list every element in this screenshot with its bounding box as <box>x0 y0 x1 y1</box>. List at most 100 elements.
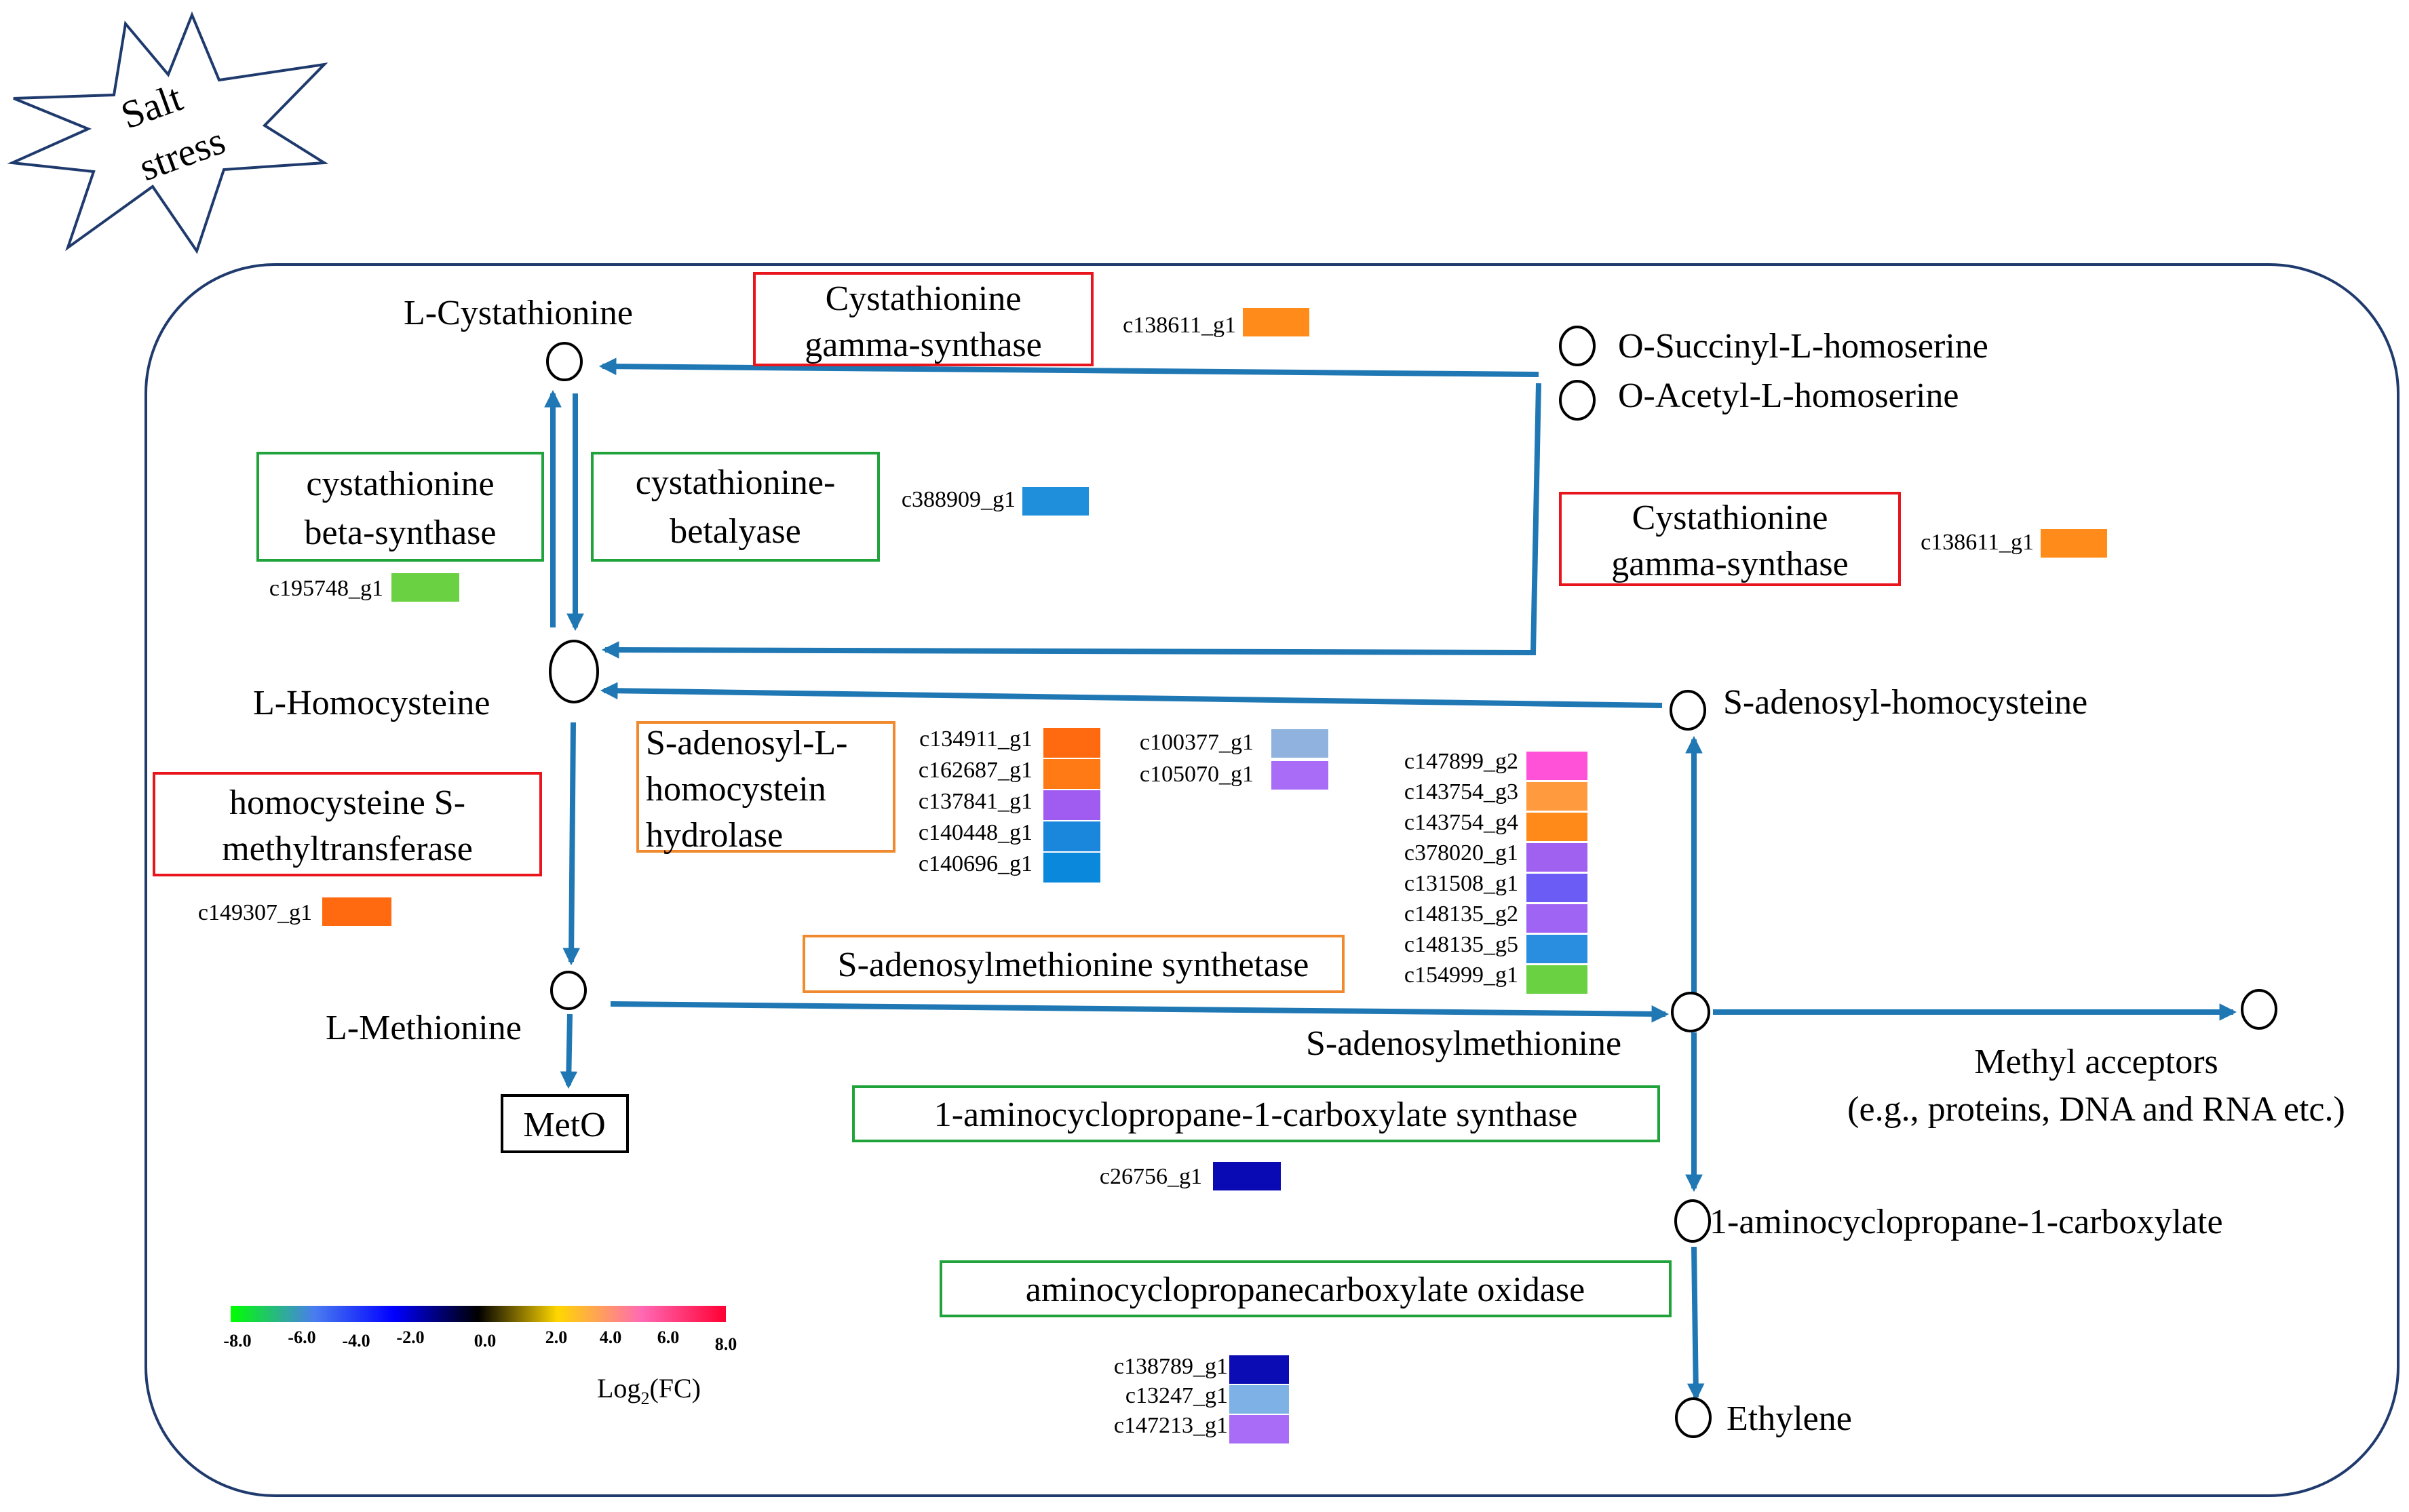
enzyme-label-line1: S-adenosylmethionine synthetase <box>838 946 1309 984</box>
node-l-methionine <box>550 971 587 1010</box>
colorbar-tick: -4.0 <box>342 1331 370 1351</box>
gene-color-tile <box>1043 821 1100 851</box>
enzyme-box-frame <box>153 772 542 876</box>
gene-color-tile <box>2041 529 2107 558</box>
colorbar-tick: -8.0 <box>223 1331 251 1351</box>
enzyme-box-frame <box>1559 492 1901 586</box>
enzyme-label-line2: betalyase <box>670 512 801 551</box>
genes-cgs-right: c138611_g1 <box>1921 529 2107 558</box>
label-methyl-acceptors-line2: (e.g., proteins, DNA and RNA etc.) <box>1847 1090 2345 1129</box>
gene-color-tile <box>1043 728 1100 758</box>
meto-box-frame <box>501 1094 629 1153</box>
gene-id: c195748_g1 <box>269 576 383 601</box>
gene-id: c148135_g5 <box>1404 932 1518 957</box>
gene-color-tile <box>1526 935 1587 963</box>
node-o-acetyl <box>1559 380 1596 421</box>
genes-cbs: c195748_g1 <box>269 573 459 602</box>
gene-color-tile <box>1043 790 1100 820</box>
gene-id: c26756_g1 <box>1100 1164 1202 1189</box>
enzyme-boxes: Cystathionine gamma-synthase Cystathioni… <box>153 272 1901 1317</box>
gene-color-tile <box>391 573 459 602</box>
enzyme-sams: S-adenosylmethionine synthetase <box>803 935 1345 993</box>
genes-sams: c147899_g2 c143754_g3 c143754_g4 c378020… <box>1404 749 1587 994</box>
gene-color-tile <box>1043 759 1100 789</box>
node-l-cystathionine <box>546 342 583 381</box>
colorbar-tick: -6.0 <box>288 1327 315 1347</box>
starburst-shape <box>7 11 329 254</box>
colorbar-label: Log2(FC) <box>597 1373 701 1408</box>
colorbar-tick: 2.0 <box>545 1327 568 1347</box>
colorbar-label-main: Log <box>597 1373 640 1403</box>
node-sam <box>1671 992 1710 1032</box>
node-methyl-acceptors <box>2241 989 2277 1030</box>
gene-id: c388909_g1 <box>902 487 1016 512</box>
gene-id: c154999_g1 <box>1404 963 1518 988</box>
colorbar-label-sub: 2 <box>640 1389 649 1408</box>
gene-id: c378020_g1 <box>1404 840 1518 866</box>
enzyme-label-line2: gamma-synthase <box>805 326 1041 364</box>
gene-color-tile <box>1526 752 1587 780</box>
gene-id: c131508_g1 <box>1404 871 1518 896</box>
label-l-homocysteine: L-Homocysteine <box>253 684 490 722</box>
gene-tiles: c138611_g1 c138611_g1 c388909_g1 c195748… <box>198 308 2107 1443</box>
enzyme-cbs: cystathionine beta-synthase <box>256 452 544 562</box>
colorbar-legend: -8.0 -6.0 -4.0 -2.0 0.0 2.0 4.0 6.0 8.0 … <box>223 1306 737 1408</box>
metabolite-nodes <box>546 326 2277 1438</box>
genes-cgs-top: c138611_g1 <box>1123 308 1309 338</box>
gene-id: c143754_g4 <box>1404 810 1518 835</box>
gene-color-tile <box>1526 904 1587 933</box>
enzyme-box-frame <box>852 1085 1660 1142</box>
enzyme-box-frame <box>591 452 880 562</box>
node-l-homocysteine <box>549 640 599 703</box>
gene-color-tile <box>1271 729 1328 758</box>
gene-color-tile <box>1043 853 1100 883</box>
enzyme-label-line2: homocystein <box>646 770 826 809</box>
enzyme-label-line2: gamma-synthase <box>1611 545 1848 583</box>
gene-id: c100377_g1 <box>1140 730 1254 755</box>
label-ethylene: Ethylene <box>1727 1399 1852 1438</box>
metabolite-labels: L-Cystathionine L-Homocysteine L-Methion… <box>253 294 2345 1438</box>
salt-stress-starburst: Salt stress <box>7 11 329 254</box>
enzyme-acs: 1-aminocyclopropane-1-carboxylate syntha… <box>852 1085 1660 1142</box>
meto-label: MetO <box>523 1106 605 1144</box>
enzyme-label-line1: homocysteine S- <box>229 783 465 822</box>
enzyme-label-line1: S-adenosyl-L- <box>646 724 847 762</box>
gene-color-tile <box>1526 813 1587 841</box>
label-l-cystathionine: L-Cystathionine <box>404 294 633 332</box>
gene-id: c140448_g1 <box>919 820 1033 845</box>
gene-color-tile <box>1271 761 1328 790</box>
colorbar-gradient <box>231 1306 726 1322</box>
colorbar-tick: -2.0 <box>396 1327 424 1347</box>
gene-color-tile <box>322 897 391 926</box>
gene-color-tile <box>1526 782 1587 811</box>
gene-id: c147899_g2 <box>1404 749 1518 774</box>
genes-cbl: c388909_g1 <box>902 487 1089 516</box>
gene-id: c138611_g1 <box>1921 530 2034 555</box>
gene-id: c134911_g1 <box>919 726 1033 752</box>
enzyme-label-line1: Cystathionine <box>1632 499 1828 537</box>
gene-color-tile <box>1526 874 1587 902</box>
label-o-succinyl: O-Succinyl-L-homoserine <box>1618 327 1988 366</box>
node-acc <box>1674 1199 1711 1243</box>
node-o-succinyl <box>1559 326 1596 366</box>
meto-box: MetO <box>501 1094 629 1153</box>
arrow-methionine-to-sam <box>610 1001 1670 1023</box>
arrow-methionine-to-meto <box>560 1013 578 1089</box>
arrow-homocysteine-to-methionine <box>562 722 580 966</box>
arrow-sah-to-homocysteine <box>600 682 1663 708</box>
genes-hmt: c149307_g1 <box>198 897 391 926</box>
arrow-homoserine-to-homocysteine <box>601 383 1541 659</box>
arrow-acc-to-ethylene <box>1687 1246 1705 1401</box>
enzyme-box-frame <box>256 452 544 562</box>
gene-id: c137841_g1 <box>919 789 1033 814</box>
enzyme-box-frame <box>753 272 1094 366</box>
enzyme-label-line2: beta-synthase <box>304 513 496 552</box>
enzyme-box-frame <box>636 721 895 853</box>
enzyme-label-line1: 1-aminocyclopropane-1-carboxylate syntha… <box>934 1096 1578 1134</box>
gene-id: c138611_g1 <box>1123 313 1236 338</box>
genes-aco: c138789_g1 c13247_g1 c147213_g1 <box>1114 1354 1289 1443</box>
gene-id: c147213_g1 <box>1114 1413 1228 1438</box>
enzyme-label-line2: methyltransferase <box>222 830 473 868</box>
enzyme-label-line3: hydrolase <box>646 816 783 855</box>
